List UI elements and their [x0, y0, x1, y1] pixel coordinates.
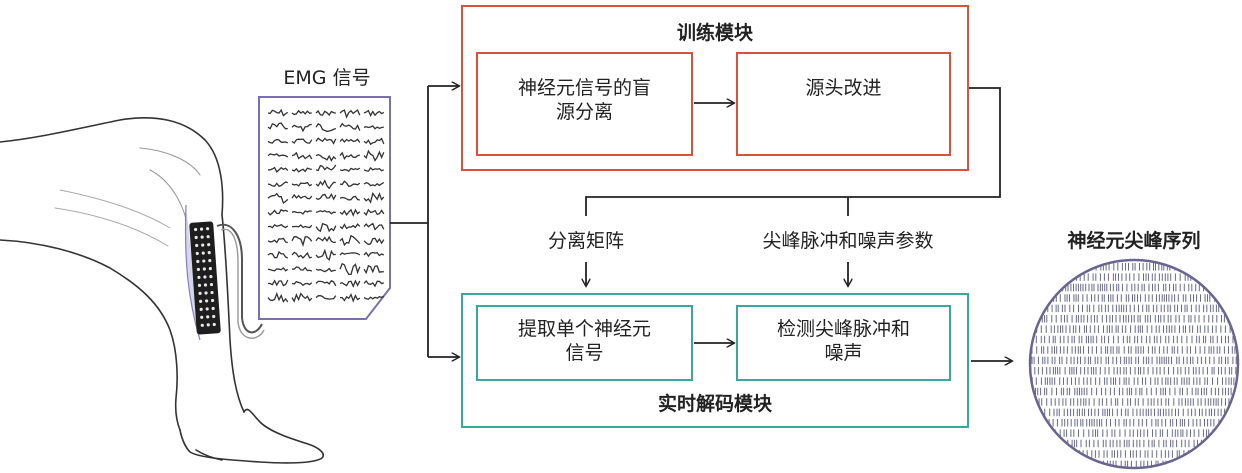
emg-trace: [340, 292, 361, 303]
emg-trace: [267, 237, 288, 244]
emg-trace: [291, 251, 312, 259]
emg-trace: [291, 292, 313, 303]
emg-trace: [363, 181, 385, 187]
emg-trace: [292, 224, 313, 229]
emg-trace: [267, 291, 289, 303]
emg-trace: [267, 108, 289, 117]
emg-trace: [267, 138, 289, 144]
blind-source-separation-box: 神经元信号的盲 源分离: [476, 52, 693, 156]
extract-line-2: 信号: [565, 342, 604, 364]
emg-trace: [363, 208, 385, 216]
emg-trace: [315, 248, 336, 262]
emg-signal-label: EMG 信号: [283, 67, 371, 89]
emg-trace: [339, 208, 361, 217]
emg-trace: [291, 236, 313, 248]
emg-trace: [291, 181, 313, 187]
emg-trace: [339, 122, 361, 131]
emg-trace: [363, 279, 384, 288]
emg-trace: [339, 262, 361, 276]
emg-trace: [363, 237, 385, 246]
emg-trace: [315, 179, 336, 190]
emg-trace: [339, 195, 360, 201]
emg-trace: [291, 210, 312, 215]
emg-trace: [315, 295, 337, 300]
detect-line-2: 噪声: [824, 342, 863, 364]
emg-trace: [315, 123, 337, 133]
training-module: 训练模块: [461, 5, 969, 171]
electrode-array-icon: [184, 204, 265, 341]
emg-trace: [267, 192, 289, 205]
decoding-module-title: 实时解码模块: [657, 393, 772, 415]
emg-trace: [291, 167, 312, 173]
emg-sheet-icon: [258, 96, 391, 320]
detect-spikes-box: 检测尖峰脉冲和 噪声: [736, 305, 951, 381]
emg-trace: [315, 137, 337, 145]
leg-icon: [0, 117, 324, 464]
emg-trace: [291, 123, 312, 133]
emg-trace: [339, 180, 361, 188]
neuron-spike-train-title: 神经元尖峰序列: [1067, 230, 1201, 252]
emg-trace: [315, 279, 337, 287]
emg-trace: [291, 109, 312, 116]
emg-trace: [267, 208, 289, 216]
training-module-title: 训练模块: [676, 22, 753, 44]
emg-trace: [315, 164, 337, 172]
spike-raster-icon: [1028, 258, 1240, 470]
emg-trace: [339, 252, 361, 256]
bss-line-1: 神经元信号的盲: [517, 77, 651, 99]
emg-trace: [363, 109, 385, 117]
emg-trace: [339, 167, 361, 173]
emg-trace: [363, 137, 385, 146]
emg-trace: [339, 279, 361, 288]
emg-trace: [267, 266, 289, 272]
connector-lines: [390, 86, 1012, 361]
emg-trace: [315, 193, 337, 201]
emg-trace: [339, 151, 360, 160]
emg-trace: [363, 295, 385, 300]
extract-neuron-signal-box: 提取单个神经元 信号: [476, 305, 693, 381]
separation-matrix-label: 分离矩阵: [547, 230, 624, 252]
emg-trace: [315, 153, 337, 162]
emg-trace: [363, 125, 384, 130]
source-improvement-label: 源头改进: [805, 77, 882, 99]
emg-trace: [267, 223, 289, 229]
spike-noise-params-label: 尖峰脉冲和噪声参数: [762, 230, 934, 252]
emg-trace: [363, 222, 385, 231]
emg-trace: [339, 234, 361, 247]
emg-trace: [339, 109, 361, 119]
emg-trace: [267, 166, 289, 173]
emg-trace: [291, 280, 313, 287]
emg-trace: [267, 181, 288, 187]
emg-trace: [363, 192, 385, 204]
emg-trace: [363, 166, 385, 172]
emg-trace: [339, 138, 361, 143]
emg-trace: [291, 138, 313, 144]
bss-line-2: 源分离: [555, 101, 613, 123]
emg-trace: [315, 222, 337, 233]
emg-trace: [363, 264, 384, 275]
emg-trace: [315, 267, 336, 273]
emg-trace: [315, 209, 336, 215]
source-improvement-box: 源头改进: [736, 52, 951, 156]
detect-line-1: 检测尖峰脉冲和: [776, 318, 910, 340]
emg-trace: [267, 250, 289, 259]
emg-trace: [363, 251, 385, 258]
emg-trace: [291, 266, 313, 272]
emg-trace: [315, 235, 336, 244]
emg-trace: [267, 122, 288, 130]
extract-line-1: 提取单个神经元: [517, 318, 651, 340]
emg-trace: [267, 153, 289, 158]
realtime-decoding-module: 实时解码模块: [461, 293, 969, 428]
emg-trace: [363, 149, 385, 162]
emg-trace: [315, 109, 336, 117]
emg-trace: [291, 193, 313, 200]
emg-trace: [291, 151, 313, 160]
emg-trace: [339, 223, 361, 230]
emg-trace: [267, 279, 289, 287]
